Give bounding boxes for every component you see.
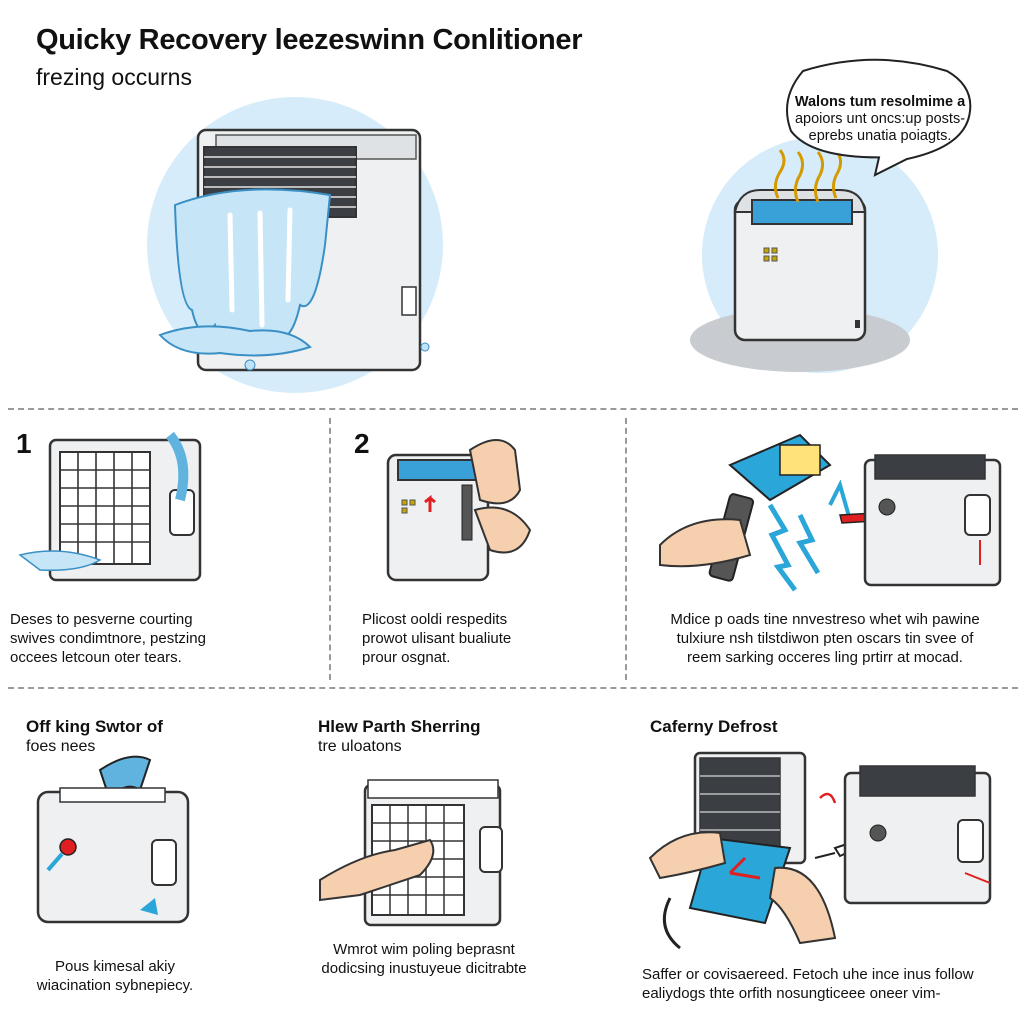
step-1-illustration bbox=[18, 431, 202, 582]
step-5-caption-line-2: dodicsing inustuyeue dicitrabte bbox=[321, 960, 527, 977]
column-divider-2 bbox=[625, 418, 627, 680]
speech-bubble bbox=[786, 58, 972, 177]
step-6-caption-line-2: ealiydogs thte orfith nosungticeee oneer… bbox=[642, 985, 941, 1002]
step-1-caption-line-3: occees letcoun oter tears. bbox=[10, 649, 182, 666]
step-3-caption: Mdice p oads tine nnvestreso whet wih pa… bbox=[640, 610, 1010, 667]
step-6-heading: Caferny Defrost bbox=[650, 717, 778, 736]
step-2-caption-line-1: Plicost ooldi respedits bbox=[362, 611, 508, 628]
step-3-caption-line-3: reem sarking occeres ling prtirr at moca… bbox=[687, 649, 963, 666]
step-1-number: 1 bbox=[16, 428, 32, 459]
step-4-caption-line-1: Pous kimesal akiy bbox=[54, 958, 176, 975]
bubble-line-1: Walons tum resolmime a bbox=[794, 94, 966, 110]
bubble-line-2: apoiors unt oncs:up posts- bbox=[794, 111, 966, 127]
step-2-caption: Plicost ooldi respedits prowot ulisant b… bbox=[362, 610, 511, 667]
row-divider-middle bbox=[8, 687, 1018, 689]
step-6-caption-line-1: Saffer or covisaereed. Fetoch uhe ince i… bbox=[642, 966, 974, 983]
bubble-line-3: eprebs unatia poiagts. bbox=[808, 128, 952, 144]
frozen-ac-illustration bbox=[147, 97, 443, 393]
step-4-illustration bbox=[36, 755, 190, 924]
step-4-caption: Pous kimesal akiy wiacination sybnepiecy… bbox=[20, 957, 210, 995]
step-6-illustration bbox=[648, 751, 992, 950]
step-3-caption-line-2: tulxiure nsh tilstdiwon pten oscars tin … bbox=[676, 630, 974, 647]
step-1-caption-line-2: swives condimtnore, pestzing bbox=[10, 630, 206, 647]
step-2-caption-line-3: prour osgnat. bbox=[362, 649, 451, 666]
page-title: Quicky Recovery leezeswinn Conlitioner bbox=[36, 24, 583, 56]
step-5-heading: Hlew Parth Sherring bbox=[318, 717, 481, 736]
step-4-heading: Off king Swtor of bbox=[26, 717, 163, 736]
step-3-illustration bbox=[659, 433, 1002, 592]
step-5-caption: Wmrot wim poling beprasnt dodicsing inus… bbox=[318, 940, 530, 978]
step-5-illustration bbox=[319, 779, 503, 927]
step-5-subheading: tre uloatons bbox=[318, 738, 402, 755]
step-2-caption-line-2: prowot ulisant bualiute bbox=[362, 630, 512, 647]
step-6-caption: Saffer or covisaereed. Fetoch uhe ince i… bbox=[642, 965, 974, 1003]
page-subtitle: frezing occurns bbox=[36, 64, 192, 90]
step-2-illustration bbox=[386, 439, 532, 582]
step-4-caption-line-2: wiacination sybnepiecy. bbox=[36, 977, 194, 994]
step-1-caption: Deses to pesverne courting swives condim… bbox=[10, 610, 206, 667]
row-divider-top bbox=[8, 408, 1018, 410]
step-4-subheading: foes nees bbox=[26, 738, 96, 755]
step-2-number: 2 bbox=[354, 428, 370, 459]
step-5-caption-line-1: Wmrot wim poling beprasnt bbox=[333, 941, 515, 958]
step-1-caption-line-1: Deses to pesverne courting bbox=[10, 611, 193, 628]
column-divider-1 bbox=[329, 418, 331, 680]
dehumidifier-illustration bbox=[690, 137, 938, 373]
speech-bubble-text: Walons tum resolmime a apoiors unt oncs:… bbox=[780, 94, 980, 145]
step-3-caption-line-1: Mdice p oads tine nnvestreso whet wih pa… bbox=[670, 611, 980, 628]
